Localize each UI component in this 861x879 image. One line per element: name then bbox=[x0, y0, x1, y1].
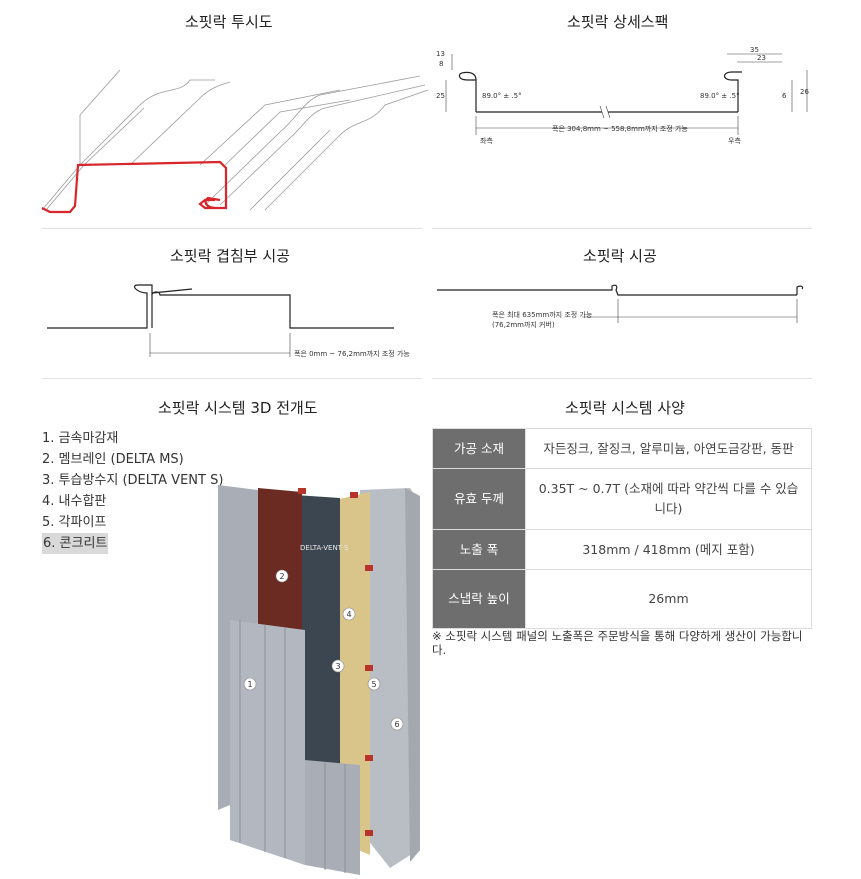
divider bbox=[42, 228, 422, 229]
legend-item: 1. 금속마감재 bbox=[42, 431, 119, 446]
perspective-title: 소핏락 투시도 bbox=[185, 13, 273, 31]
metal-panel-front bbox=[230, 620, 305, 865]
install-drawing: 폭은 최대 635mm까지 조정 가능 (76,2mm까지 커버) bbox=[432, 275, 817, 335]
spec-note: ※ 소핏락 시스템 패널의 노출폭은 주문방식을 통해 다양하게 생산이 가능합… bbox=[432, 629, 803, 657]
marker-6-label: 6 bbox=[394, 720, 399, 729]
dim-35: 35 bbox=[750, 46, 759, 54]
marker-4-label: 4 bbox=[346, 610, 351, 619]
marker-1-label: 1 bbox=[247, 680, 252, 689]
spec-title: 소핏락 시스템 사양 bbox=[565, 399, 685, 417]
exploded-wall-illustration: 1 2 3 4 5 6 DELTA-VENT S bbox=[210, 470, 430, 875]
detail-spec-title: 소핏락 상세스팩 bbox=[567, 13, 669, 31]
spec-value: 0.35T ~ 0.7T (소재에 따라 약간씩 다를 수 있습니다) bbox=[525, 468, 812, 530]
spec-label: 유효 두께 bbox=[432, 468, 526, 530]
overlap-title: 소핏락 겹침부 시공 bbox=[170, 247, 290, 265]
profile-red-left bbox=[41, 160, 228, 214]
left-side-label: 좌측 bbox=[480, 136, 493, 145]
spec-label: 가공 소재 bbox=[432, 428, 526, 469]
legend-item: 4. 내수합판 bbox=[42, 494, 107, 509]
right-side-label: 우측 bbox=[728, 136, 741, 145]
overlap-width-note: 폭은 0mm ~ 76,2mm까지 조정 가능 bbox=[294, 349, 410, 358]
dim-25: 25 bbox=[436, 92, 445, 100]
dim-6: 6 bbox=[782, 92, 787, 100]
table-row: 스냅락 높이 26mm bbox=[432, 569, 812, 629]
dim-23: 23 bbox=[757, 54, 766, 62]
profile-red-right bbox=[204, 196, 221, 210]
membrane-brand-text: DELTA-VENT S bbox=[300, 544, 349, 552]
divider bbox=[432, 378, 812, 379]
spec-value: 318mm / 418mm (메지 포함) bbox=[525, 529, 812, 570]
table-row: 유효 두께 0.35T ~ 0.7T (소재에 따라 약간씩 다를 수 있습니다… bbox=[432, 468, 812, 530]
width-note: 폭은 304,8mm ~ 558,8mm까지 조정 가능 bbox=[552, 124, 688, 133]
spec-table: 가공 소재 자든징크, 잘징크, 알루미늄, 아연도금강판, 동판 유효 두께 … bbox=[432, 428, 812, 629]
install-title: 소핏락 시공 bbox=[583, 247, 657, 265]
marker-3-label: 3 bbox=[335, 662, 340, 671]
divider bbox=[42, 378, 422, 379]
spec-value: 자든징크, 잘징크, 알루미늄, 아연도금강판, 동판 bbox=[525, 428, 812, 469]
table-row: 가공 소재 자든징크, 잘징크, 알루미늄, 아연도금강판, 동판 bbox=[432, 428, 812, 469]
spec-value: 26mm bbox=[525, 569, 812, 629]
spec-label: 스냅락 높이 bbox=[432, 569, 526, 629]
dim-8: 8 bbox=[439, 60, 443, 68]
angle-left: 89.0° ± .5° bbox=[482, 92, 522, 100]
detail-spec-drawing: 13 8 25 89.0° ± .5° 89.0° ± .5° 35 23 6 … bbox=[432, 40, 817, 150]
marker-2-label: 2 bbox=[279, 572, 284, 581]
marker-3 bbox=[331, 659, 345, 673]
legend-item: 2. 멤브레인 (DELTA MS) bbox=[42, 452, 184, 467]
divider bbox=[432, 228, 812, 229]
legend-item: 3. 투습방수지 (DELTA VENT S) bbox=[42, 473, 224, 488]
table-row: 노출 폭 318mm / 418mm (메지 포함) bbox=[432, 529, 812, 570]
dim-26: 26 bbox=[800, 88, 809, 96]
spec-label: 노출 폭 bbox=[432, 529, 526, 570]
install-note-line2: (76,2mm까지 커버) bbox=[492, 320, 555, 329]
dim-13: 13 bbox=[436, 50, 445, 58]
legend-item: 6. 콘크리트 bbox=[42, 533, 109, 554]
legend-item: 5. 각파이프 bbox=[42, 515, 107, 530]
marker-4 bbox=[342, 607, 356, 621]
angle-right: 89.0° ± .5° bbox=[700, 92, 740, 100]
marker-5 bbox=[367, 677, 381, 691]
concrete-layer bbox=[360, 488, 418, 868]
exploded-title: 소핏락 시스템 3D 전개도 bbox=[158, 399, 318, 417]
perspective-drawing bbox=[40, 70, 430, 220]
overlap-drawing: 폭은 0mm ~ 76,2mm까지 조정 가능 bbox=[42, 275, 427, 365]
marker-2 bbox=[275, 569, 289, 583]
component-legend: 1. 금속마감재 2. 멤브레인 (DELTA MS) 3. 투습방수지 (DE… bbox=[42, 428, 223, 554]
square-pipes bbox=[298, 488, 373, 836]
install-note-line1: 폭은 최대 635mm까지 조정 가능 bbox=[492, 310, 593, 319]
marker-6 bbox=[390, 717, 404, 731]
marker-1 bbox=[243, 677, 257, 691]
marker-5-label: 5 bbox=[371, 680, 376, 689]
